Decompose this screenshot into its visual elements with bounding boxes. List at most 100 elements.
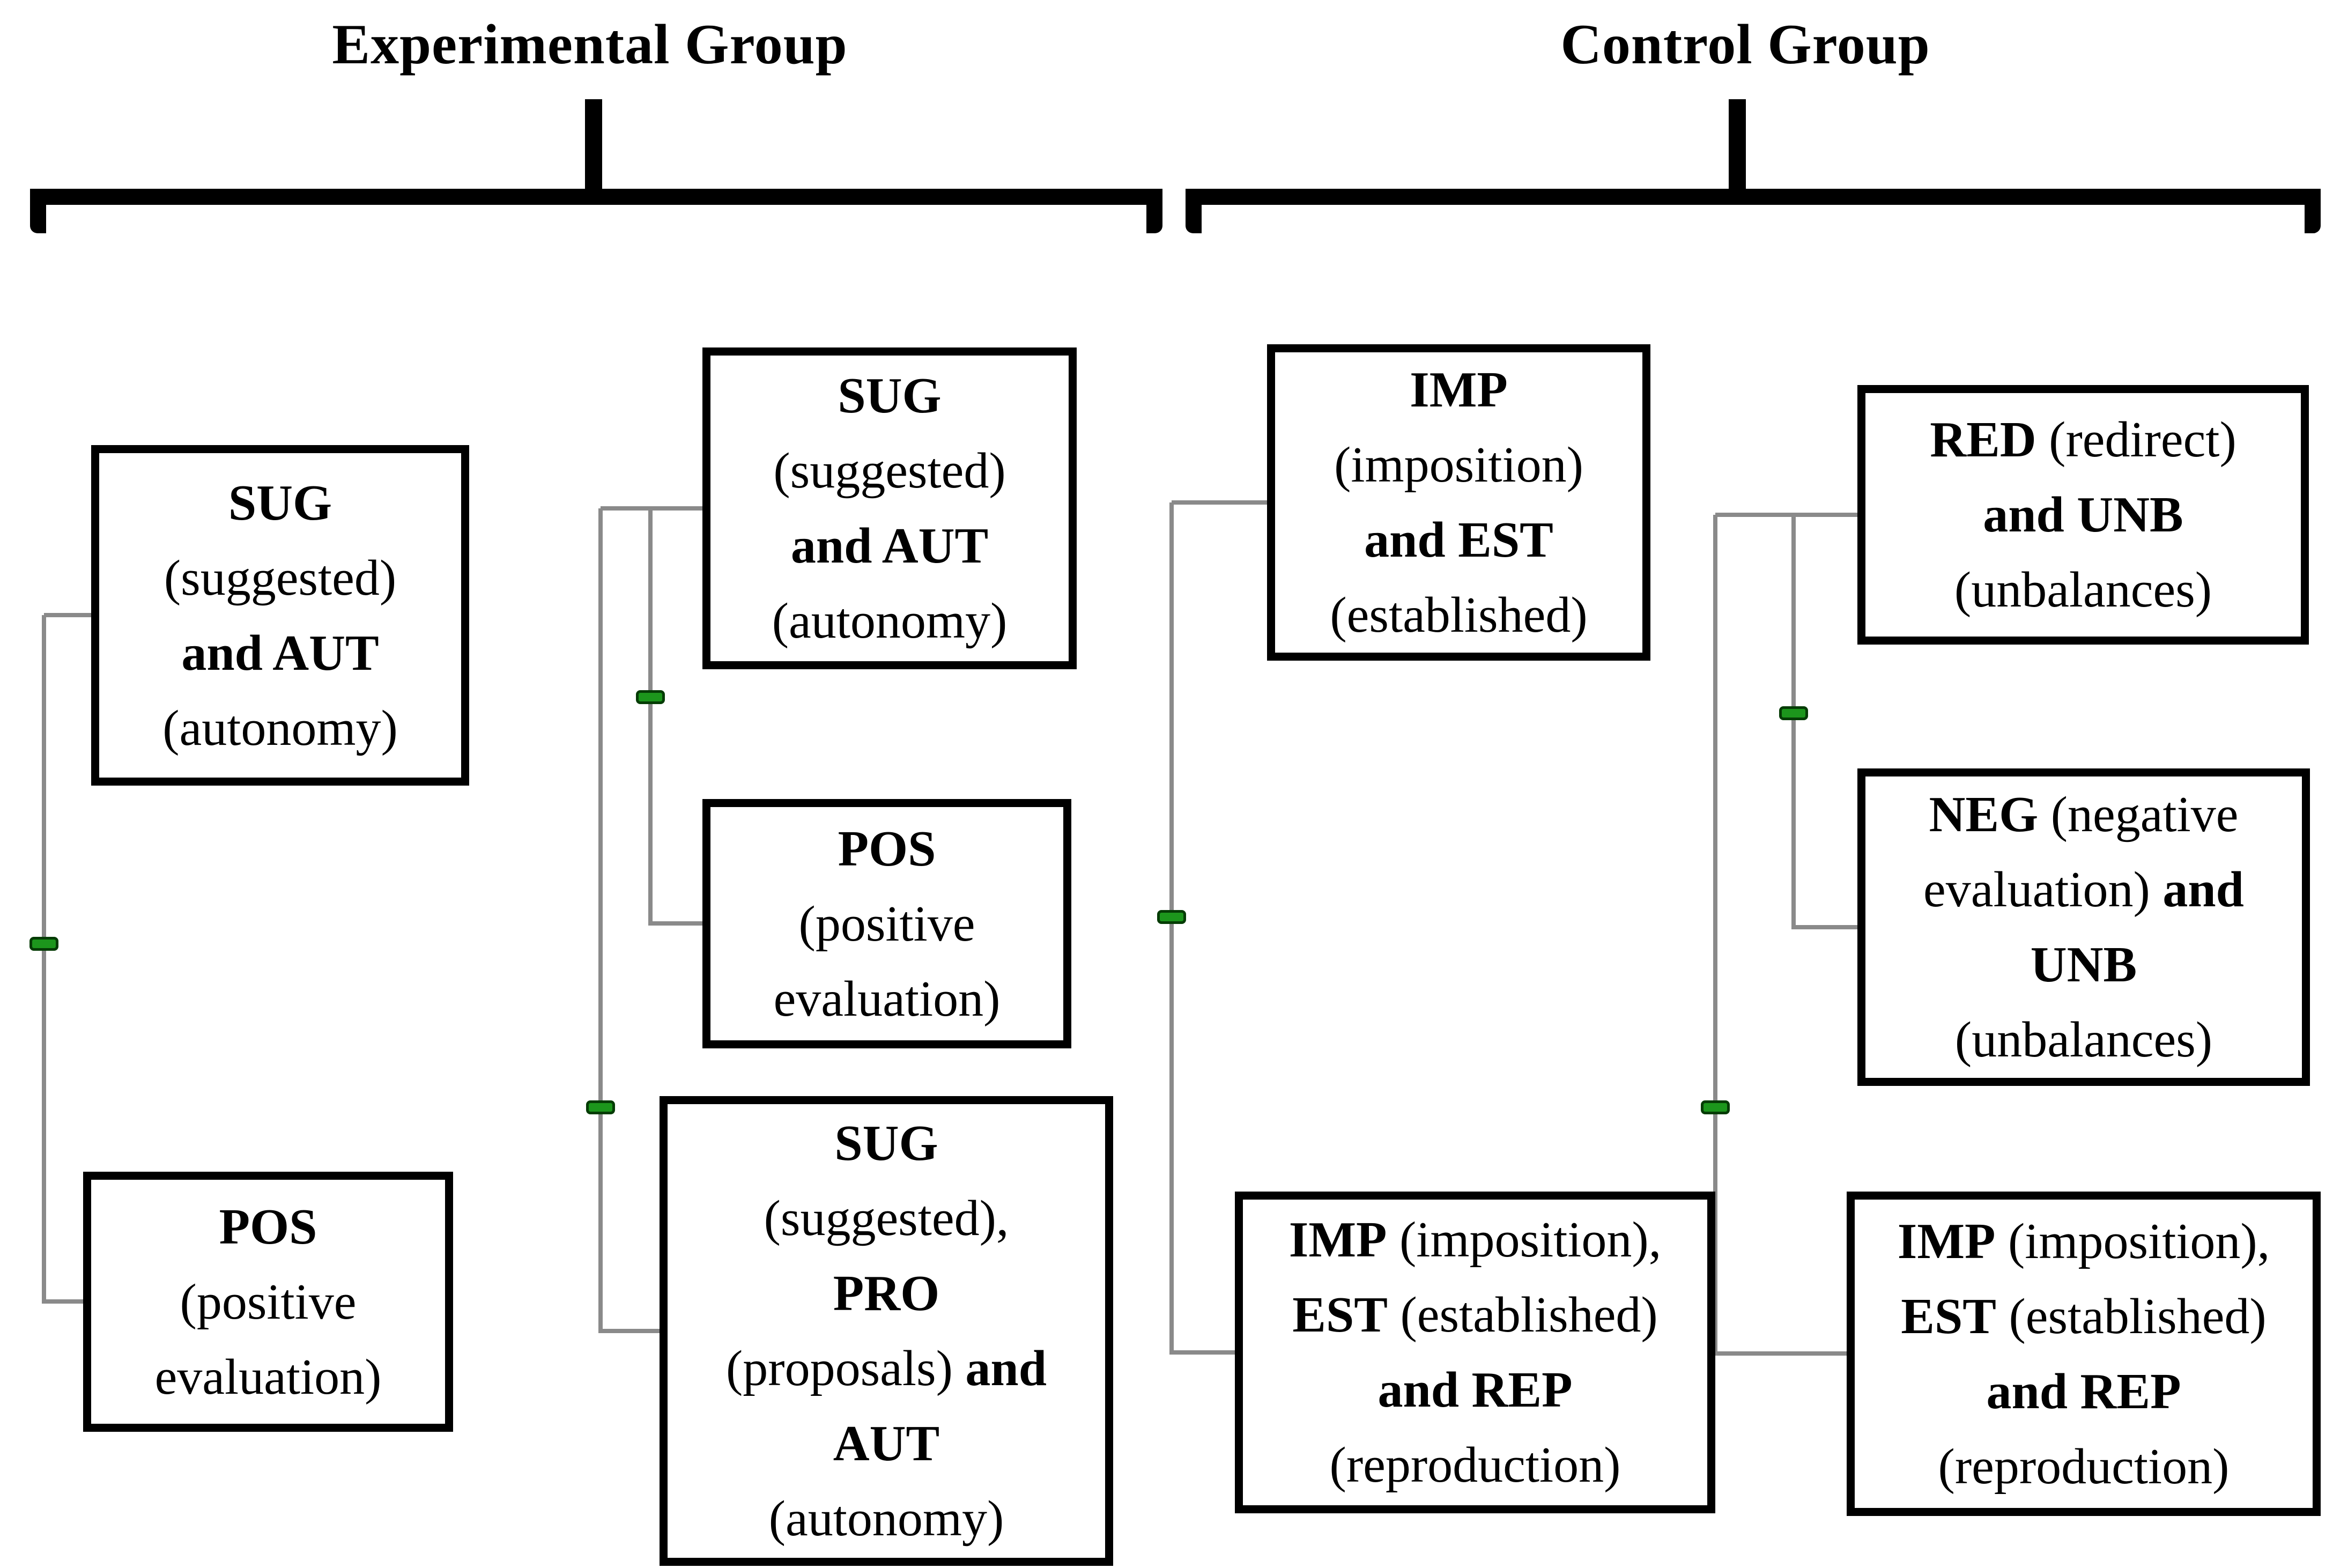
box-text-run: evaluation) (1923, 862, 2163, 918)
box-line: (suggested) (773, 433, 1005, 508)
diagram-box-cg-col1-imp-est: IMP (imposition) and EST (established) (1267, 344, 1650, 661)
box-line: (suggested), (764, 1181, 1009, 1256)
box-line: (unbalances) (1955, 1002, 2212, 1077)
connector-line (1713, 515, 1717, 1356)
connector-line (598, 508, 603, 1333)
box-line: and UNB (1983, 477, 2183, 552)
brace-hook-right-experimental-group (1146, 189, 1162, 233)
group-title-control-group: Control Group (1560, 13, 1930, 76)
box-line: PRO (833, 1256, 939, 1331)
box-text-run: and REP (1986, 1363, 2181, 1419)
box-line: AUT (833, 1406, 939, 1481)
box-line: (established) (1330, 578, 1587, 653)
box-text-run: (positive (180, 1274, 357, 1330)
box-text-run: AUT (833, 1416, 940, 1471)
box-text-run: evaluation) (773, 971, 1001, 1027)
box-line: evaluation) (774, 961, 1001, 1037)
box-text-run: POS (838, 820, 936, 877)
box-line: (autonomy) (769, 1481, 1004, 1556)
box-line: and EST (1364, 502, 1553, 578)
cluster-tick (1701, 1100, 1730, 1114)
box-text-run: and UNB (1983, 487, 2183, 543)
cluster-tick (1157, 910, 1186, 924)
box-text-run: (autonomy) (768, 1491, 1004, 1547)
box-line: and AUT (181, 616, 379, 691)
brace-stem-experimental-group (585, 99, 602, 205)
box-text-run: (imposition), (1995, 1213, 2270, 1269)
diagram-box-cg-col2-imp-est-rep: IMP (imposition),EST (established)and RE… (1847, 1192, 2321, 1516)
box-text-run: (established) (1996, 1288, 2267, 1344)
connector-line (601, 1329, 660, 1333)
box-text-run: RED (1930, 412, 2036, 468)
box-text-run: POS (219, 1199, 317, 1255)
box-text-run: (suggested), (764, 1190, 1009, 1246)
box-line: evaluation) and (1923, 852, 2244, 927)
connector-line (44, 613, 91, 617)
diagram-box-cg-col2-red-unb: RED (redirect) and UNB (unbalances) (1857, 385, 2309, 645)
box-line: NEG (negative (1929, 777, 2239, 852)
box-text-run: (suggested) (164, 550, 397, 606)
box-line: (unbalances) (1954, 552, 2212, 627)
connector-line (42, 615, 46, 1304)
box-text-run: and AUT (181, 625, 379, 681)
box-line: evaluation) (155, 1340, 382, 1415)
box-text-run: (suggested) (773, 443, 1006, 499)
box-line: SUG (228, 465, 332, 541)
box-line: and REP (1986, 1354, 2181, 1429)
brace-hook-left-control-group (1186, 189, 1202, 233)
box-text-run: (imposition), (1387, 1212, 1662, 1268)
box-line: IMP (imposition), (1289, 1202, 1662, 1277)
box-line: (suggested) (164, 541, 396, 616)
box-line: (autonomy) (772, 583, 1008, 659)
box-text-run: (unbalances) (1954, 562, 2212, 618)
box-text-run: evaluation) (154, 1349, 382, 1405)
box-text-run: and AUT (790, 518, 989, 574)
box-text-run: EST (1901, 1288, 1996, 1344)
box-text-run: (imposition) (1334, 437, 1583, 493)
box-text-run: (redirect) (2036, 412, 2236, 468)
box-line: (positive (180, 1264, 357, 1340)
brace-hook-left-experimental-group (30, 189, 46, 233)
box-line: IMP (1410, 352, 1508, 427)
connector-line (1172, 1350, 1235, 1355)
connector-line (650, 921, 702, 926)
box-text-run: (reproduction) (1938, 1438, 2230, 1495)
box-line: (reproduction) (1938, 1429, 2230, 1504)
box-text-run: SUG (228, 475, 332, 531)
diagram-box-eg-col1-pos: POS (positive evaluation) (83, 1172, 453, 1432)
box-text-run: IMP (1288, 1212, 1387, 1268)
box-text-run: (autonomy) (772, 593, 1008, 649)
cluster-tick (586, 1100, 615, 1114)
box-text-run: UNB (2030, 937, 2137, 993)
box-text-run: and EST (1364, 512, 1553, 568)
box-text-run: (negative (2038, 787, 2239, 842)
box-text-run: (established) (1387, 1287, 1658, 1343)
box-text-run: (reproduction) (1329, 1437, 1621, 1493)
box-line: POS (219, 1189, 317, 1264)
connector-line (1715, 1351, 1847, 1356)
group-title-experimental-group: Experimental Group (332, 13, 848, 76)
cluster-tick (29, 937, 58, 951)
box-text-run: (established) (1330, 587, 1588, 643)
box-text-run: SUG (838, 368, 942, 424)
box-text-run: and (2162, 862, 2244, 918)
box-line: RED (redirect) (1930, 402, 2236, 477)
box-text-run: (unbalances) (1954, 1012, 2213, 1068)
diagram-box-cg-col1-imp-est-rep: IMP (imposition),EST (established)and RE… (1235, 1192, 1715, 1513)
box-line: (autonomy) (162, 691, 398, 766)
connector-line (1172, 500, 1267, 505)
cluster-tick (1779, 706, 1808, 720)
brace-stem-control-group (1729, 99, 1746, 205)
connector-line (648, 508, 653, 926)
box-line: (proposals) and (726, 1331, 1047, 1406)
box-text-run: (autonomy) (162, 700, 398, 756)
box-line: UNB (2031, 927, 2137, 1002)
box-text-run: NEG (1929, 787, 2039, 842)
box-text-run: (proposals) (726, 1341, 966, 1396)
box-line: and AUT (791, 508, 988, 583)
box-text-run: IMP (1410, 362, 1508, 418)
